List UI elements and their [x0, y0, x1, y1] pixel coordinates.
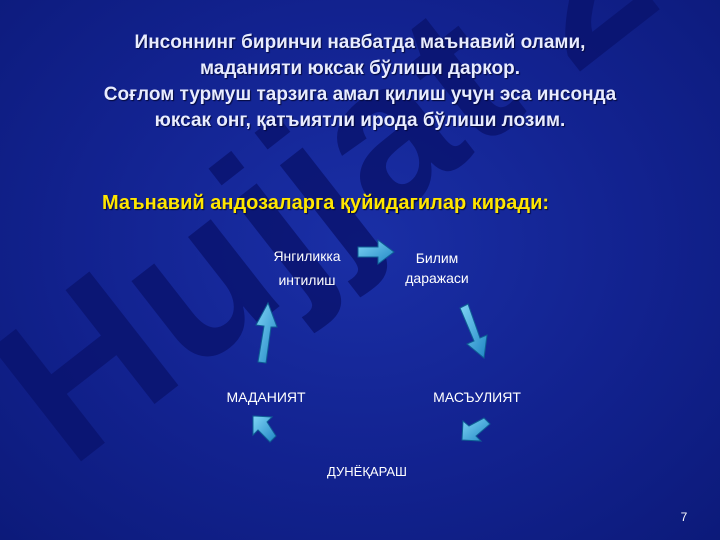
arrow-up-left-icon: [252, 415, 277, 443]
node-knowledge-line-2: даражаси: [405, 270, 469, 286]
arrow-down-icon: [459, 303, 488, 359]
node-novelty-line-2: интилиш: [278, 272, 336, 288]
node-responsibility: МАСЪУЛИЯТ: [433, 389, 521, 405]
subheading: Маънавий андозаларга қуйидагилар киради:: [102, 192, 550, 214]
page-number: 7: [680, 510, 688, 524]
node-knowledge-line-1: Билим: [415, 250, 459, 266]
arrow-down-left-icon: [461, 417, 491, 442]
node-worldview: ДУНЁҚАРАШ: [327, 464, 407, 479]
heading-line-2: маданияти юксак бўлиши даркор.: [200, 58, 520, 79]
heading: Инсоннинг биринчи навбатда маънавий олам…: [40, 30, 680, 134]
heading-line-1: Инсоннинг биринчи навбатда маънавий олам…: [134, 32, 586, 53]
arrow-right-icon: [357, 239, 395, 265]
node-culture: МАДАНИЯТ: [226, 389, 306, 405]
heading-line-3: Соғлом турмуш тарзига амал қилиш учун эс…: [103, 84, 617, 105]
node-novelty: Янгиликка интилиш: [252, 244, 362, 292]
arrow-up-icon: [255, 301, 278, 364]
node-novelty-line-1: Янгиликка: [273, 248, 341, 264]
heading-line-4: юксак онг, қатъиятли ирода бўлиши лозим.: [154, 110, 566, 131]
node-knowledge: Билим даражаси: [392, 248, 482, 288]
